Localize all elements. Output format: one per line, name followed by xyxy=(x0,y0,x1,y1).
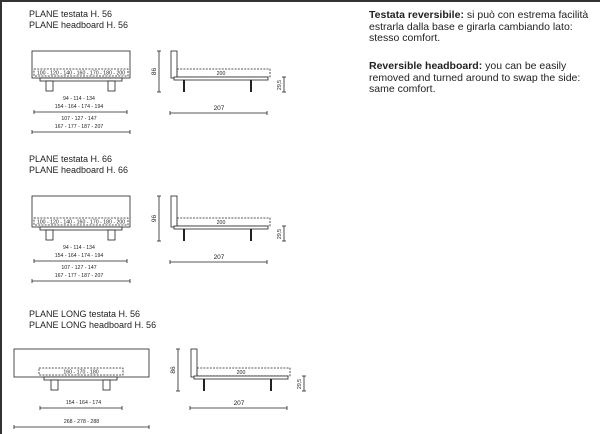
front-leg-1 xyxy=(45,229,54,241)
length-label: 207 xyxy=(214,105,225,112)
front-leg-2 xyxy=(102,379,111,391)
front-headboard xyxy=(31,50,131,79)
note-english: Reversible headboard: you can be easily … xyxy=(369,60,599,96)
side-headboard xyxy=(190,348,198,378)
frame-widths-outer: 107 - 127 - 147 xyxy=(61,265,96,271)
note-italian: Testata reversibile: si può con estrema … xyxy=(369,9,599,45)
overall-widths-inner: 154 - 164 - 174 - 194 xyxy=(55,104,104,110)
side-headboard xyxy=(170,50,178,79)
base-widths: 154 - 164 - 174 xyxy=(66,400,101,406)
front-mattress-widths: 100 - 120 - 140 - 160 - 170 - 180 - 200 xyxy=(37,220,125,226)
frame-widths-outer: 107 - 127 - 147 xyxy=(61,116,96,122)
note-italian-heading: Testata reversibile: xyxy=(369,9,464,21)
frame-widths-inner: 94 - 114 - 134 xyxy=(63,245,95,251)
height-label: 86 xyxy=(170,366,177,374)
note-italian-text: si può con estrema facilità estrarla dal… xyxy=(369,9,589,44)
note-english-heading: Reversible headboard: xyxy=(369,60,483,72)
overall-widths-inner: 154 - 164 - 174 - 194 xyxy=(55,253,104,259)
front-mattress-widths: 160 - 170 - 180 xyxy=(63,370,98,376)
section-title-en: PLANE headboard H. 56 xyxy=(29,20,128,30)
front-base xyxy=(43,376,118,381)
front-leg-2 xyxy=(107,229,116,241)
note-english-text: you can be easily removed and turned aro… xyxy=(369,60,581,95)
section-title-it: PLANE testata H. 56 xyxy=(29,9,112,19)
front-mattress-outline xyxy=(33,217,129,226)
side-base xyxy=(173,76,269,81)
side-base xyxy=(193,375,289,380)
section-title-en: PLANE headboard H. 66 xyxy=(29,165,128,175)
side-base xyxy=(173,225,269,230)
front-headboard xyxy=(13,348,150,378)
front-leg-1 xyxy=(50,379,59,391)
side-headboard xyxy=(170,195,178,228)
front-leg-2 xyxy=(107,80,116,92)
base-height-label: 29,5 xyxy=(277,80,283,90)
front-leg-1 xyxy=(45,80,54,92)
front-mattress-outline xyxy=(33,68,129,77)
overall-widths: 268 - 278 - 288 xyxy=(64,419,99,425)
front-mattress-outline xyxy=(38,367,124,376)
base-height-label: 29,5 xyxy=(297,379,303,389)
front-base xyxy=(39,77,123,82)
front-base xyxy=(39,226,123,231)
height-label: 96 xyxy=(151,215,158,223)
side-mattress-length: 200 xyxy=(237,370,246,376)
section-title-it: PLANE testata H. 66 xyxy=(29,154,112,164)
overall-widths-outer: 167 - 177 - 187 - 207 xyxy=(55,124,104,130)
front-mattress-widths: 100 - 120 - 140 - 160 - 170 - 180 - 200 xyxy=(37,71,125,77)
frame-widths-inner: 94 - 114 - 134 xyxy=(63,96,95,102)
height-label: 86 xyxy=(151,68,158,76)
length-label: 207 xyxy=(234,400,245,407)
side-mattress-length: 200 xyxy=(217,71,226,77)
length-label: 207 xyxy=(214,254,225,261)
overall-widths-outer: 167 - 177 - 187 - 207 xyxy=(55,273,104,279)
section-title-it: PLANE LONG testata H. 56 xyxy=(29,309,140,319)
front-headboard xyxy=(31,195,131,228)
side-mattress-length: 200 xyxy=(217,220,226,226)
section-title-en: PLANE LONG headboard H. 56 xyxy=(29,320,156,330)
base-height-label: 29,5 xyxy=(277,229,283,239)
